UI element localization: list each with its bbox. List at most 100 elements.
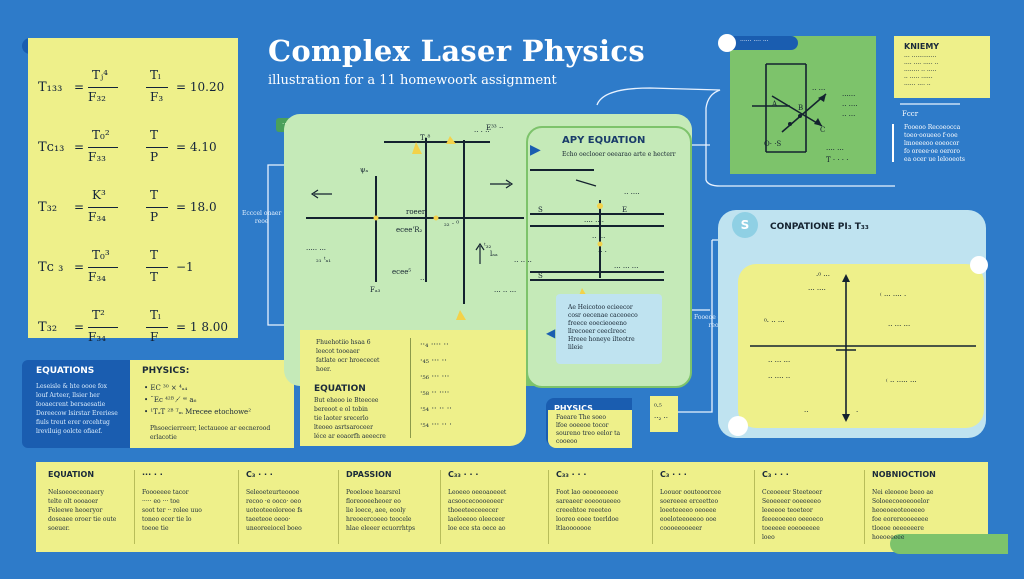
fraction-bar xyxy=(88,327,118,328)
svg-text:·· ···· ··: ·· ···· ·· xyxy=(768,374,790,382)
bottom-column-body: Seleoeteurteoooe recoo ·e ooco· oeo uote… xyxy=(246,489,303,532)
apy-equation-body: Echo oeclooer oeearao arte e hecterr xyxy=(562,151,676,158)
column-divider xyxy=(134,470,135,544)
bottom-column: C₃₃ · · ·Leoeeo oeeoaoeeet acsoocecoooeo… xyxy=(440,470,544,550)
svg-text:·· ····: ·· ···· xyxy=(842,102,858,110)
equation-result: = 10.20 xyxy=(176,80,225,94)
column-divider xyxy=(440,470,441,544)
fraction-denominator: P xyxy=(150,150,159,164)
svg-text:···· ···: ···· ··· xyxy=(826,146,844,154)
svg-text:A: A xyxy=(771,100,778,108)
page-subtitle: illustration for a 11 homewoork assignme… xyxy=(268,73,557,88)
svg-text:·· ···: ·· ··· xyxy=(812,86,825,94)
bottom-column-title: NOBNIOCTION xyxy=(872,470,936,479)
fraction-denominator: F₃₄ xyxy=(88,210,106,224)
fraction-bar xyxy=(146,327,168,328)
fraction-bar xyxy=(146,207,168,208)
top-right-diagram xyxy=(730,36,876,174)
bottom-row xyxy=(36,462,988,552)
equals-sign: = xyxy=(74,260,85,274)
svg-text:··· ·· ···: ··· ·· ··· xyxy=(494,288,516,296)
svg-text:T₂⁸: T₂⁸ xyxy=(420,134,430,142)
comparison-icon: S xyxy=(732,212,758,238)
physics-card-footer: Phsoecierreerr, lectaueoe ar eecnerood e… xyxy=(150,425,271,441)
column-divider xyxy=(548,470,549,544)
reer-note-bar xyxy=(892,124,894,162)
svg-text:····· ···: ····· ··· xyxy=(306,246,326,254)
bottom-column: C₃₃ · · ·Foot lao oeoeoeoeee sareaeer eo… xyxy=(548,470,652,550)
svg-text:roeer·: roeer· xyxy=(406,208,427,216)
svg-text:E³³ ··: E³³ ·· xyxy=(486,124,503,132)
physics-card: PHYSICS: • EC ³⁰ × ⁴ₐ₄• ¨Ec ⁴²ᴮ · ̸ ᵆ a₆… xyxy=(130,360,294,448)
equation-result: = 1 8.00 xyxy=(176,320,229,334)
fraction-denominator: F₃ xyxy=(150,90,164,104)
column-divider xyxy=(754,470,755,544)
fraction-bar xyxy=(146,147,168,148)
physics-line: • EC ³⁰ × ⁴ₐ₄ xyxy=(144,384,188,392)
fraction-denominator: F₃₄ xyxy=(88,330,106,344)
bottom-column: ··· · ·Foooeeee tacor ····· eo ··· toe s… xyxy=(134,470,238,550)
top-right-tag: ······ ···· ··· xyxy=(722,36,798,50)
svg-text:⁽ ··· ···· ·: ⁽ ··· ···· · xyxy=(880,291,906,300)
equals-sign: = xyxy=(74,140,85,154)
bottom-column-title: DPASSION xyxy=(346,470,392,479)
svg-text:S: S xyxy=(538,206,543,214)
bottom-column-title: C₃ · · · xyxy=(660,470,687,479)
mini-box: ⁰·⁵ ··₂ ·· xyxy=(650,396,678,432)
svg-text:·· ··· ···: ·· ··· ··· xyxy=(768,358,790,366)
comparison-diagram: ·⁰ ··· ··· ···· ⁽ ··· ···· · ⁰· ·· ··· ·… xyxy=(750,272,976,422)
fraction-bar xyxy=(146,87,168,88)
svg-text:lₐₐ: lₐₐ xyxy=(490,250,498,258)
svg-text:⁰· ·· ···: ⁰· ·· ··· xyxy=(764,318,785,326)
bottom-column-body: Leoeeo oeeoaoeeet acsoocecoooeoeer thoee… xyxy=(448,489,507,532)
equation-result: = 18.0 xyxy=(176,200,217,214)
fraction-numerator: T₀³ xyxy=(92,248,110,262)
svg-text:ᵗ₃₂: ᵗ₃₂ xyxy=(484,242,492,250)
fraction-denominator: F₃₃ xyxy=(88,150,106,164)
svg-text:ecee'R₂: ecee'R₂ xyxy=(396,226,423,234)
formula-line: ·₅₈ ·· ···· xyxy=(420,388,450,397)
bottom-column-body: Nei eleoeoe beeo ae Soloeecoeoeooelor he… xyxy=(872,489,934,541)
fraction-numerator: Tₗ xyxy=(150,68,161,82)
fraction-denominator: F₃₂ xyxy=(88,90,106,104)
fraction-numerator: Tₗ xyxy=(150,308,161,322)
fraction-denominator: T xyxy=(150,270,159,284)
vector-diagram: A B C ·· ··· O· ·S ······ ·· ···· ·· ···… xyxy=(752,63,858,164)
equation-lhs: Tᴄ₁₃ xyxy=(38,140,65,155)
fraction-bar xyxy=(88,207,118,208)
column-divider xyxy=(864,470,865,544)
physics-line: • ¨Ec ⁴²ᴮ · ̸ ᵆ a₆ xyxy=(144,396,197,404)
bottom-column: C₃ · · ·Cceoeeer Steeteoer Seoeeeer ooee… xyxy=(754,470,858,550)
svg-text:B: B xyxy=(798,104,803,112)
bottom-column-body: Peoeloee hearsrel floreooeeheoer eo lie … xyxy=(346,489,416,532)
equation-lhs: T₁₃₃ xyxy=(38,80,63,95)
equation-card-bottom: But eheoo ie Bteecee bereoot e ol tobin … xyxy=(314,397,386,440)
fraction-bar xyxy=(88,267,118,268)
equation-card-label: EQUATION xyxy=(314,384,366,394)
page-title: Complex Laser Physics xyxy=(268,34,645,68)
equals-sign: = xyxy=(74,80,85,94)
equation-lhs: T₃₂ xyxy=(38,200,58,215)
svg-text:S: S xyxy=(538,272,543,280)
fraction-numerator: T xyxy=(150,188,159,202)
equations-tab-label: EQUATIONS xyxy=(36,366,95,376)
physics-line: • ¹TₔT ²ᴮ ᵀₘ Mrecee etochowe² xyxy=(144,408,252,416)
equation-card-top: Fhuehotiio hsaa 6 leecot tooeaer fatlate… xyxy=(316,339,380,373)
kinemy-card: KNIEMY ··· ············· ···· ···· ·····… xyxy=(894,36,990,98)
bottom-column-title: C₃₃ · · · xyxy=(556,470,587,479)
bottom-column-body: Cceoeeer Steeteoer Seoeeeer ooeeeeeo lee… xyxy=(762,489,824,541)
svg-text:Fₐ₃: Fₐ₃ xyxy=(370,286,381,294)
svg-text:₂₂ · ⁰: ₂₂ · ⁰ xyxy=(444,220,459,228)
divider xyxy=(410,338,411,438)
fraction-denominator: F₃₄ xyxy=(88,270,106,284)
equation-card: Fhuehotiio hsaa 6 leecot tooeaer fatlate… xyxy=(300,330,526,446)
svg-text:·· · ··: ·· · ·· xyxy=(474,128,490,136)
apy-arrow: ▶ xyxy=(530,142,541,158)
svg-text:·· ··· ···: ·· ··· ··· xyxy=(888,322,910,330)
formula-line: ·₅₆ ··· ··· xyxy=(420,372,450,381)
svg-text:··· ··· ···: ··· ··· ··· xyxy=(614,264,638,272)
